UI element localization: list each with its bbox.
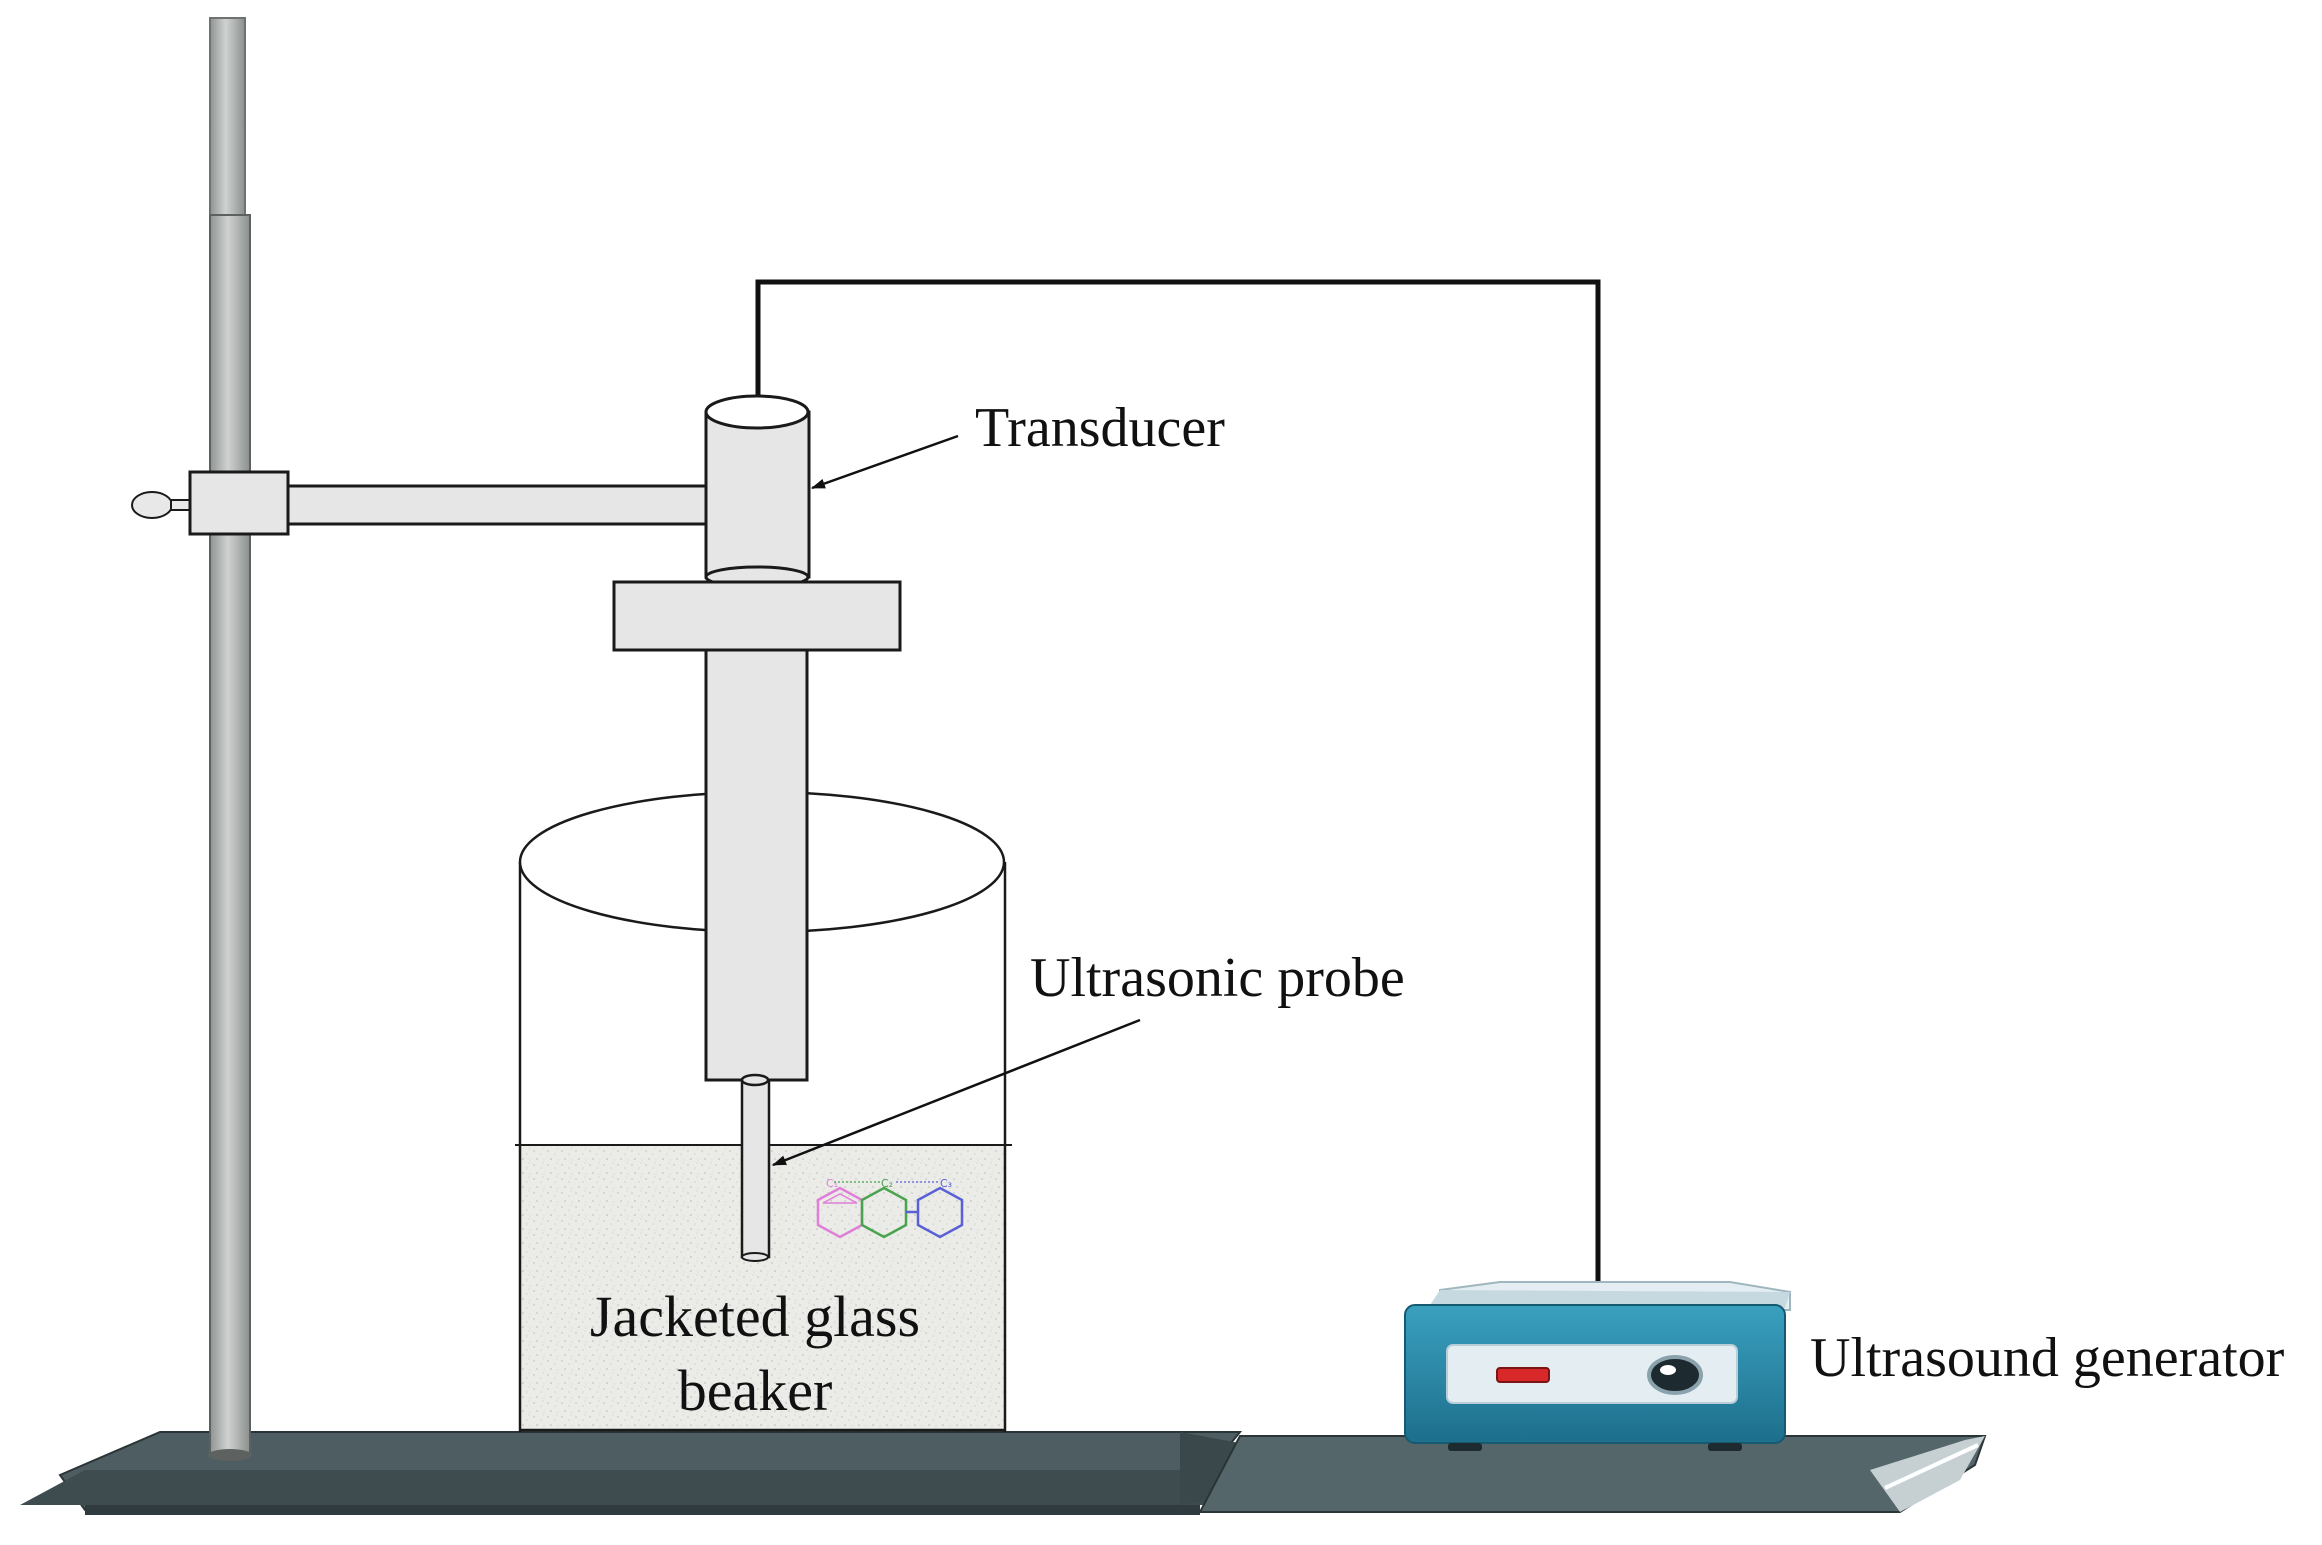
- label-beaker-line-1: Jacketed glass: [589, 1284, 921, 1349]
- ultrasound-generator: [1404, 1281, 1791, 1451]
- transducer-pointer-arrow: [811, 434, 959, 490]
- mounting-flange: [612, 580, 902, 652]
- clamp: [131, 470, 710, 536]
- stand-rod: [208, 17, 252, 1461]
- label-ultrasonic-probe: Ultrasonic probe: [1030, 947, 1405, 1009]
- transducer: [704, 394, 811, 589]
- generator-platform: [1198, 1435, 1987, 1513]
- label-jacketed-glass-beaker: Jacketed glass beaker: [520, 1280, 990, 1428]
- molecule-sublabel-3: C₃: [940, 1177, 952, 1190]
- control-knob: [1647, 1355, 1703, 1395]
- probe-tip: [740, 1073, 771, 1262]
- label-beaker-line-2: beaker: [677, 1358, 833, 1423]
- stand-base: [20, 1431, 1250, 1515]
- probe-horn: [704, 648, 809, 1082]
- molecule-sublabel-2: C₂: [881, 1177, 893, 1190]
- label-ultrasound-generator: Ultrasound generator: [1810, 1327, 2285, 1389]
- cable: [755, 279, 1601, 1285]
- molecule-sublabel-1: C₁: [826, 1177, 838, 1190]
- molecule-structure: C₁ C₂ C₃: [816, 1177, 964, 1239]
- power-indicator: [1496, 1367, 1550, 1383]
- probe-pointer-arrow: [772, 1018, 1141, 1167]
- label-transducer: Transducer: [975, 397, 1225, 459]
